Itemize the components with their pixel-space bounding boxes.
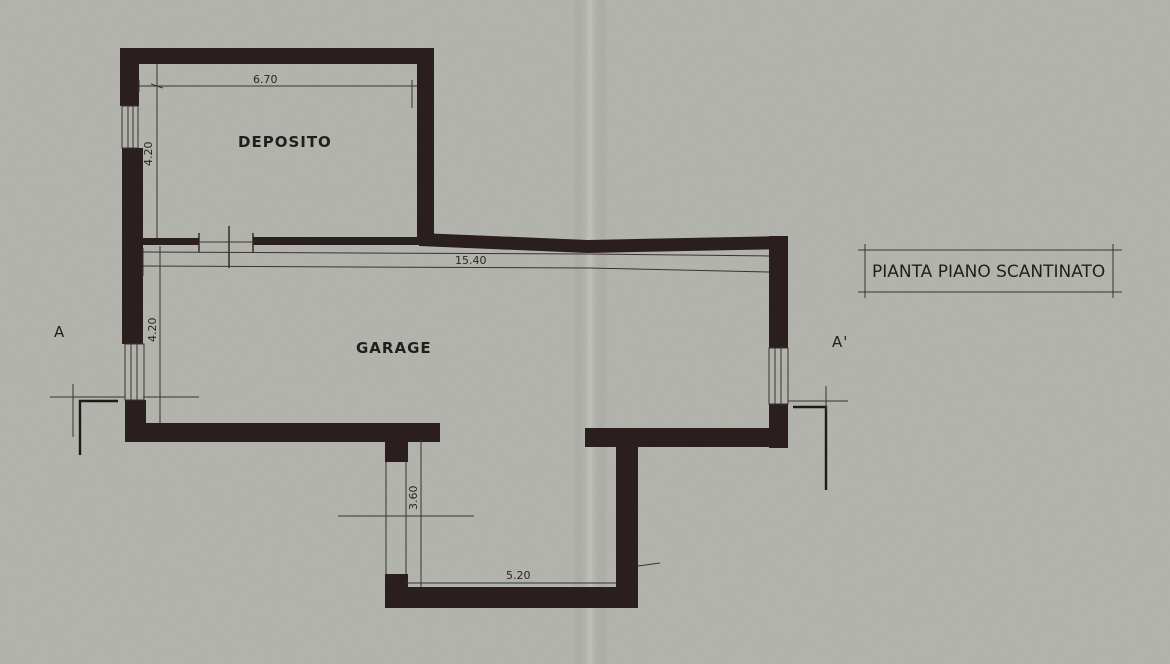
wall-ramp-left-stub <box>385 440 408 462</box>
room-label-deposito: DEPOSITO <box>238 133 332 151</box>
wall-ramp-bottom <box>385 587 638 608</box>
dim-garage-depth: 4.20 <box>146 318 159 343</box>
wall-left-1 <box>120 48 139 106</box>
walls <box>120 48 788 608</box>
window-garage-left <box>124 343 145 401</box>
window-garage-right <box>768 347 789 405</box>
section-marks <box>50 384 848 490</box>
room-label-garage: GARAGE <box>356 339 432 357</box>
wall-bottom-right <box>585 428 788 447</box>
dim-deposito-width: 6.70 <box>253 73 278 86</box>
window-deposito <box>121 105 139 149</box>
section-label-right: A' <box>832 333 848 351</box>
plan-title: PIANTA PIANO SCANTINATO <box>872 262 1105 282</box>
dim-total-length: 15.40 <box>455 254 487 267</box>
wall-garage-top <box>419 233 788 253</box>
wall-right-1 <box>769 236 788 348</box>
section-arrow-left <box>78 399 118 455</box>
wall-ramp-right <box>616 440 638 608</box>
section-label-left: A <box>54 323 65 341</box>
wall-deposito-right <box>417 48 434 240</box>
dim-ramp-length: 3.60 <box>407 486 420 511</box>
wall-left-2 <box>122 148 143 344</box>
dimension-lines <box>138 64 770 587</box>
wall-partition-right <box>253 237 434 245</box>
wall-partition-left <box>143 238 199 245</box>
dim-ramp-width: 5.20 <box>506 569 531 582</box>
title-box: PIANTA PIANO SCANTINATO <box>858 244 1122 298</box>
wall-bottom-left <box>125 423 440 442</box>
openings <box>121 105 789 574</box>
dim-line-total-length <box>142 265 770 273</box>
wall-deposito-top <box>120 48 434 64</box>
page-fold <box>572 0 608 664</box>
dim-deposito-depth: 4.20 <box>142 142 155 167</box>
